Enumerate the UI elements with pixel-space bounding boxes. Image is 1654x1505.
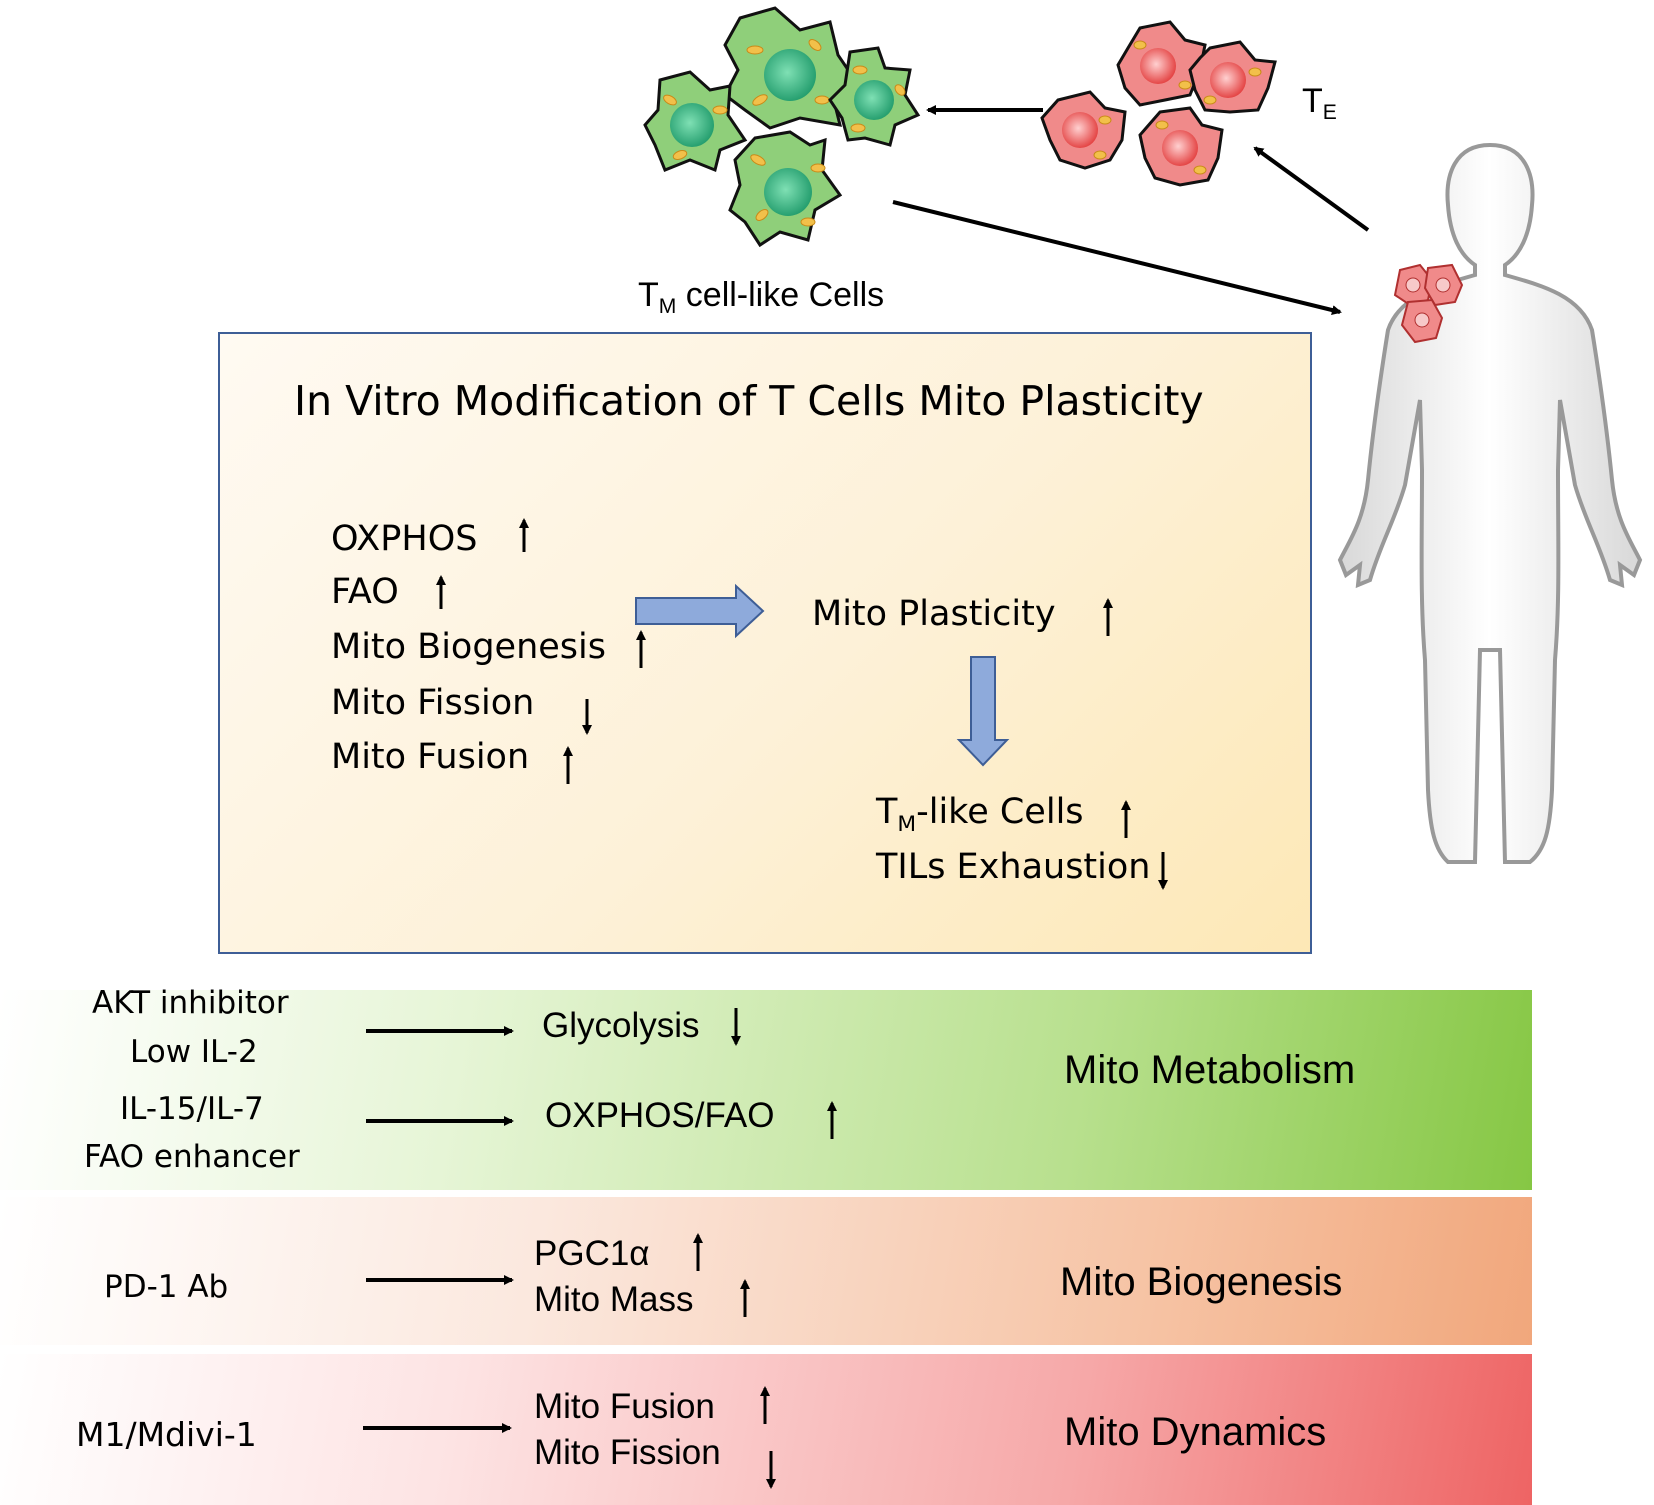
low-il2-label: Low IL-2 <box>130 1034 258 1070</box>
mito-biogenesis-band <box>0 1197 1532 1345</box>
memory-cell <box>728 130 843 248</box>
m1-mdivi1-label: M1/Mdivi-1 <box>76 1415 257 1454</box>
mito-metabolism-band <box>0 990 1532 1190</box>
effector-cell-cluster <box>1040 20 1277 187</box>
memory-cell-cluster <box>643 6 921 248</box>
il15-il7-label: IL-15/IL-7 <box>120 1091 264 1127</box>
tm-like-cells-label: TM-like Cells <box>876 792 1084 837</box>
pd1-ab-label: PD-1 Ab <box>104 1269 229 1305</box>
memory-cell <box>643 70 748 173</box>
mito-plasticity-label: Mito Plasticity <box>812 594 1056 634</box>
te-label: TE <box>1302 82 1337 125</box>
mito-fission-label: Mito Fission <box>331 683 535 723</box>
effector-cell <box>1116 20 1207 107</box>
box-direction-arrows <box>436 518 1168 890</box>
right-block-arrow <box>635 583 765 639</box>
mito-fission-effect-label: Mito Fission <box>534 1433 721 1472</box>
mito-fusion-effect-label: Mito Fusion <box>534 1387 715 1426</box>
effector-cell <box>1040 90 1127 170</box>
human-silhouette <box>1337 142 1643 864</box>
mito-dynamics-category: Mito Dynamics <box>1064 1410 1327 1454</box>
glycolysis-label: Glycolysis <box>542 1006 700 1045</box>
mito-fusion-label: Mito Fusion <box>331 737 530 777</box>
fao-enhancer-label: FAO enhancer <box>84 1139 300 1175</box>
oxphos-fao-label: OXPHOS/FAO <box>545 1096 775 1135</box>
down-block-arrow <box>956 656 1010 767</box>
effector-cell <box>1188 40 1277 114</box>
fao-label: FAO <box>331 572 399 612</box>
patient-to-te-arrow <box>1253 146 1370 232</box>
memory-cell <box>723 6 857 130</box>
memory-cell <box>828 46 921 147</box>
mito-mass-label: Mito Mass <box>534 1280 694 1319</box>
in-vitro-modification-box <box>218 332 1312 954</box>
tils-exhaustion-label: TILs Exhaustion <box>876 847 1151 887</box>
mito-biogenesis-label: Mito Biogenesis <box>331 627 606 667</box>
effector-cell <box>1138 106 1224 187</box>
pgc1a-label: PGC1α <box>534 1234 650 1273</box>
akt-inhibitor-label: AKT inhibitor <box>92 985 289 1021</box>
mito-metabolism-category: Mito Metabolism <box>1064 1048 1356 1092</box>
mito-biogenesis-category: Mito Biogenesis <box>1060 1260 1343 1304</box>
tumor-cells <box>1393 263 1464 344</box>
tm-to-patient-arrow <box>892 200 1342 315</box>
tm-cell-like-label: TM cell-like Cells <box>638 276 885 319</box>
box-title: In Vitro Modification of T Cells Mito Pl… <box>294 377 1204 425</box>
band-direction-arrows <box>693 1008 837 1489</box>
oxphos-label: OXPHOS <box>331 519 478 559</box>
band-flow-arrows <box>363 1026 514 1433</box>
